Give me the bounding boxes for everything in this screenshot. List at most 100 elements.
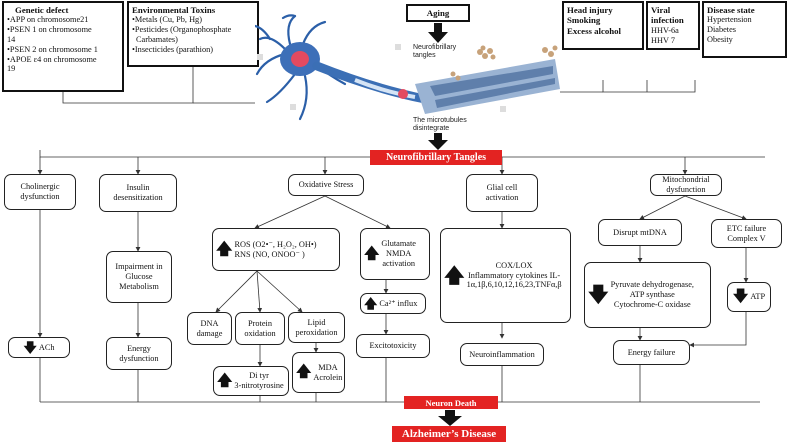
energy-failure-box: Energy failure — [613, 340, 690, 365]
glutamate-line: Glutamate — [381, 239, 416, 249]
disrupt-mtdna-box: Disrupt mtDNA — [598, 219, 682, 246]
neuroinflammation-box: Neuroinflammation — [460, 343, 544, 366]
viral-title: Viral infection — [651, 5, 684, 26]
cholinergic-line: dysfunction — [20, 192, 60, 201]
disrupt-label: Disrupt mtDNA — [613, 227, 667, 237]
up-arrow-icon: 🡅 — [364, 245, 380, 262]
mda-line: MDA — [318, 362, 338, 372]
up-arrow-icon: 🡅 — [364, 296, 378, 311]
alzheimers-banner: Alzheimer’s Disease — [392, 426, 506, 442]
dna-line: DNA — [200, 318, 219, 328]
disease-line: Diabetes — [707, 25, 737, 35]
glutamate-box: 🡅 Glutamate NMDA activation — [360, 228, 430, 280]
oxidative-label: Oxidative Stress — [298, 180, 354, 190]
ca-influx-box: 🡅 Ca²⁺ influx — [360, 293, 426, 314]
glial-line: Glial cell — [486, 183, 518, 193]
atp-box: 🡇 ATP — [727, 282, 771, 312]
impairment-line: Impairment in — [115, 262, 163, 272]
insulin-line: Insulin — [126, 183, 150, 193]
di-tyr-line: Di tyr — [249, 371, 269, 381]
mda-box: 🡅 MDA Acrolein — [292, 352, 345, 393]
mito-line: Mitochondrial — [662, 175, 710, 185]
mito-line: dysfunction — [666, 185, 706, 194]
cox-line: COX/LOX — [495, 260, 533, 270]
down-arrow-icon: 🡇 — [732, 288, 749, 305]
environmental-line: •Metals (Cu, Pb, Hg) — [132, 15, 202, 25]
pyruvate-line: Pyruvate dehydrogenase, — [610, 280, 694, 290]
neuroinflammation-label: Neuroinflammation — [469, 349, 535, 359]
tangles-label-line: Neurofibrillary — [413, 44, 457, 51]
up-arrow-icon: 🡅 — [296, 364, 312, 380]
environmental-toxins-title: Environmental Toxins — [132, 5, 216, 15]
ca-influx-label: Ca²⁺ influx — [379, 298, 418, 308]
environmental-line: Carbamates) — [136, 34, 178, 44]
ad-down-arrow — [438, 410, 462, 426]
insulin-box: Insulin desensitization — [99, 174, 177, 212]
disease-line: Hypertension — [707, 15, 752, 25]
lipid-peroxidation-box: Lipid peroxidation — [288, 312, 345, 343]
impairment-box: Impairment in Glucose Metabolism — [106, 251, 172, 303]
etc-line: ETC failure — [726, 223, 767, 233]
energy-failure-label: Energy failure — [627, 347, 676, 357]
energy-dys-line: dysfunction — [119, 353, 159, 363]
disease-state-box: Disease state Hypertension Diabetes Obes… — [702, 1, 787, 58]
tangles-label-line: tangles — [413, 51, 436, 59]
lipid-line: Lipid — [307, 317, 326, 327]
up-arrow-icon: 🡅 — [216, 240, 233, 258]
neuron-illustration — [255, 14, 560, 121]
pyruvate-box: 🡇 Pyruvate dehydrogenase, ATP synthase C… — [584, 262, 711, 328]
genetic-line: 19 — [7, 64, 16, 74]
aging-label: Aging — [426, 7, 450, 18]
insulin-line: desensitization — [113, 193, 163, 202]
nft-down-arrow — [428, 133, 448, 150]
di-tyr-line: 3-nitrotyrosine — [234, 381, 284, 390]
impairment-line: Glucose — [125, 272, 153, 282]
genetic-defect-box: Genetic defect •APP on chromosome21 •PSE… — [2, 1, 124, 92]
energy-dys-line: Energy — [127, 343, 151, 353]
glial-box: Glial cell activation — [466, 174, 538, 212]
dna-line: damage — [196, 328, 223, 338]
viral-line: HHV-6a — [651, 25, 679, 35]
cox-box: 🡅 COX/LOX Inflammatory cytokines IL- 1α,… — [440, 228, 571, 323]
cox-line: Inflammatory cytokines IL- — [468, 270, 561, 280]
up-arrow-icon: 🡅 — [444, 264, 465, 287]
neuron-death-banner: Neuron Death — [404, 396, 498, 409]
glutamate-line: activation — [382, 258, 416, 268]
genetic-line: •APP on chromosome21 — [7, 15, 89, 25]
disease-line: Obesity — [707, 34, 733, 44]
down-arrow-icon: 🡇 — [23, 340, 37, 355]
pyruvate-line: ATP synthase — [629, 290, 675, 300]
lipid-line: peroxidation — [295, 327, 338, 337]
ach-box: 🡇 ACh — [8, 337, 70, 358]
smoking-label: Smoking — [567, 15, 601, 26]
etc-failure-box: ETC failure Complex V — [711, 219, 782, 248]
disease-title: Disease state — [707, 5, 755, 15]
excitotoxicity-box: Excitotoxicity — [356, 334, 430, 358]
protein-oxidation-box: Protein oxidation — [235, 312, 285, 345]
environmental-line: •Insecticides (parathion) — [132, 44, 213, 54]
tangles-label: Neurofibrillary tangles — [413, 44, 456, 59]
cholinergic-line: Cholinergic — [20, 182, 60, 192]
glial-line: activation — [485, 193, 519, 202]
environmental-toxins-box: Environmental Toxins •Metals (Cu, Pb, Hg… — [127, 1, 259, 67]
ros-line: ROS (O2•⁻, H₂O₂, OH•) — [234, 239, 317, 249]
ros-box: 🡅 ROS (O2•⁻, H₂O₂, OH•) RNS (NO, ONOO⁻ ) — [212, 228, 340, 271]
microtubules-label-line: disintegrate — [413, 124, 450, 132]
protein-line: oxidation — [244, 328, 276, 338]
dna-damage-box: DNA damage — [187, 312, 232, 345]
mito-box: Mitochondrial dysfunction — [650, 174, 722, 196]
microtubules-label-line: The microtubules — [413, 117, 467, 124]
down-arrow-icon: 🡇 — [588, 284, 609, 306]
genetic-line: •PSEN 1 on chromosome — [7, 25, 92, 35]
alcohol-label: Excess alcohol — [567, 25, 622, 36]
glutamate-line: NMDA — [386, 249, 412, 259]
aging-down-arrow — [428, 23, 448, 43]
rns-line: RNS (NO, ONOO⁻ ) — [234, 249, 305, 259]
head-injury-label: Head injury — [567, 5, 613, 15]
ach-label: ACh — [38, 342, 55, 352]
genetic-defect-title: Genetic defect — [15, 5, 69, 15]
energy-dysfunction-box: Energy dysfunction — [106, 337, 172, 370]
etc-line: Complex V — [727, 233, 766, 243]
excitotoxicity-label: Excitotoxicity — [369, 341, 417, 351]
